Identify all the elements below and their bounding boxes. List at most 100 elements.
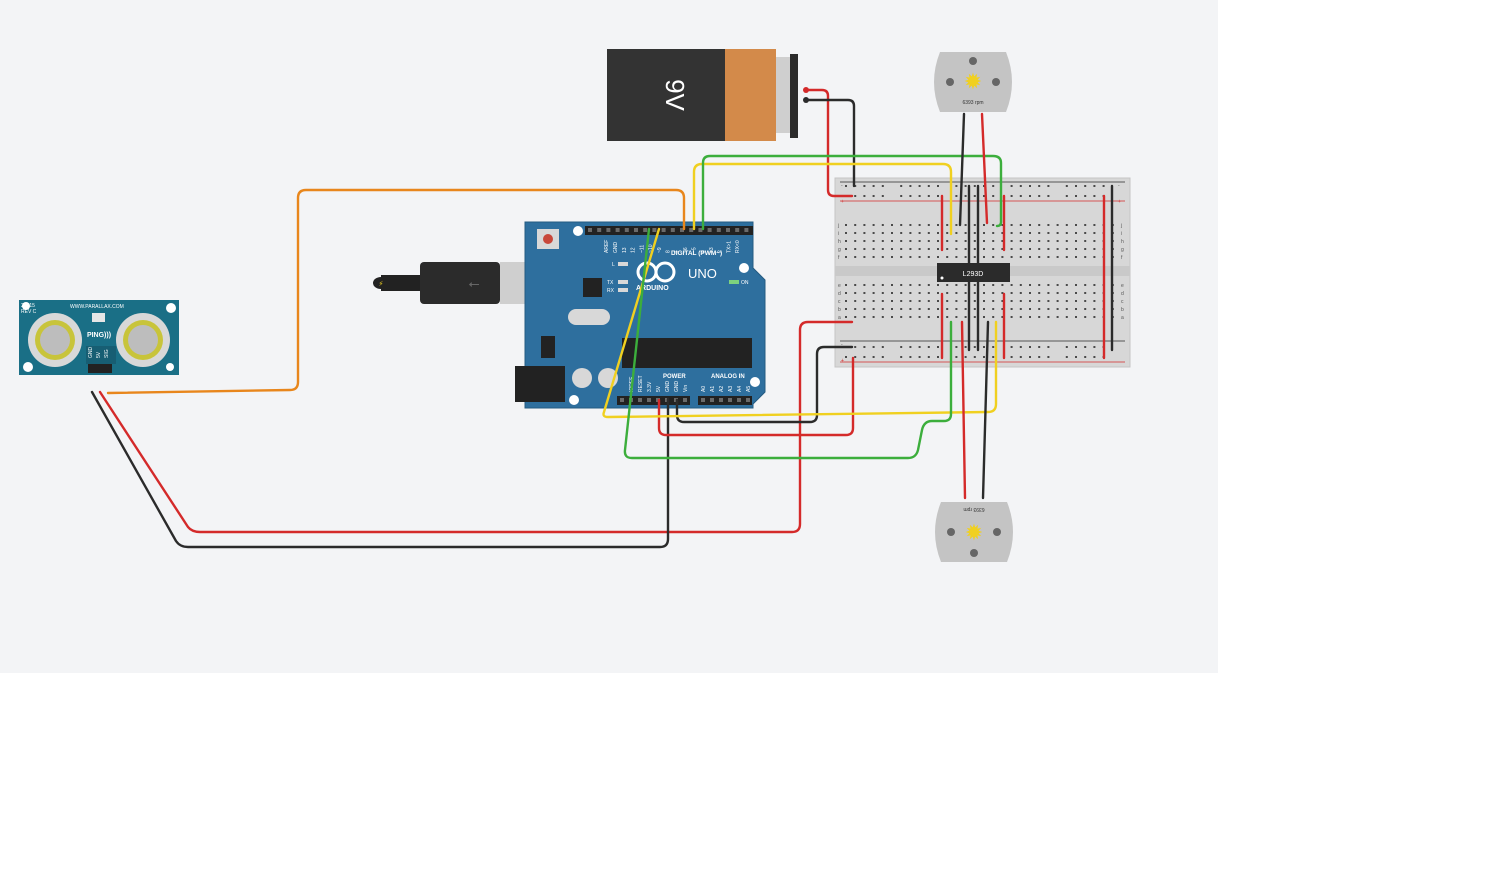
digital-pin-label: 13: [622, 247, 628, 253]
digital-pin-label: ~6: [683, 247, 689, 253]
led-l-label: L: [612, 262, 615, 268]
sensor-name: PING))): [87, 332, 111, 339]
arduino-brand: ARDUINO: [636, 285, 669, 292]
dc-motor-top[interactable]: ✹ 6393 rpm: [934, 52, 1012, 112]
digital-pin-label: ~10: [648, 244, 654, 253]
analog-pin-label: A1: [710, 386, 716, 392]
arduino-logo-icon: [636, 261, 676, 283]
wire-battery-negative[interactable]: [804, 98, 856, 188]
breadboard-row-letter: h: [1121, 239, 1124, 245]
digital-pin-label: ~3: [709, 247, 715, 253]
wire-pin5-green[interactable]: [701, 154, 1003, 231]
power-pin-label: 5V: [656, 385, 662, 392]
breadboard-row-letter: c: [1121, 299, 1124, 305]
breadboard-row-letter: d: [1121, 291, 1124, 297]
digital-pin-label: 8: [666, 250, 672, 253]
wire-motor-top-black[interactable]: [958, 112, 966, 227]
wires: [90, 88, 1114, 549]
analog-pin-label: A4: [737, 386, 743, 392]
power-pin-label: RESET: [638, 375, 644, 392]
digital-pin-label: ~11: [639, 245, 645, 253]
aref-label: AREF: [604, 240, 610, 253]
sensor-pin-sig: SIG: [104, 349, 110, 358]
breadboard-row-letter: h: [838, 239, 841, 245]
wire-sensor-gnd[interactable]: [90, 390, 670, 549]
breadboard-row-letter: f: [1121, 255, 1123, 261]
analog-pin-label: A5: [746, 386, 752, 392]
breadboard-row-letter: f: [838, 255, 840, 261]
breadboard-row-letter: j: [1120, 223, 1122, 229]
breadboard-row-letter: c: [838, 299, 841, 305]
digital-pin-label: 12: [631, 247, 637, 253]
rail-plus-label-bottom: +: [841, 358, 844, 364]
motor-bottom-rpm: 6393 rpm: [963, 506, 984, 512]
gnd-label: GND: [613, 242, 619, 254]
dc-motor-bottom[interactable]: ✹ 6393 rpm: [935, 502, 1013, 562]
motor-gear-icon: ✹: [965, 521, 983, 546]
breadboard-row-letter: i: [1121, 231, 1122, 237]
digital-pin-label: ~9: [657, 247, 663, 253]
led-tx-label: TX: [607, 280, 614, 286]
power-pin-label: GND: [665, 381, 671, 393]
wire-battery-positive[interactable]: [804, 88, 854, 198]
breadboard-row-letter: i: [838, 231, 839, 237]
sensor-model-line2: REV C: [21, 309, 37, 315]
breadboard-row-letter: e: [1121, 283, 1124, 289]
wire-pin10-yellow[interactable]: [602, 227, 998, 419]
arduino-uno[interactable]: ARDUINO UNO DIGITAL (PWM~) POWER ANALOG …: [515, 221, 766, 409]
breadboard-row-letter: b: [838, 307, 841, 313]
breadboard-row-letter: g: [1121, 247, 1124, 253]
rail-minus-label: -: [841, 183, 843, 189]
breadboard-row-letter: a: [1121, 315, 1124, 321]
wire-pin6-yellow[interactable]: [692, 162, 953, 236]
sensor-brand: WWW.PARALLAX.COM: [70, 304, 124, 310]
wire-pin9-green[interactable]: [623, 227, 953, 460]
motor-gear-icon: ✹: [964, 70, 982, 95]
rail-minus-label-bottom: -: [841, 342, 843, 348]
sensor-pin-gnd: GND: [88, 347, 94, 359]
chip-label: L293D: [963, 271, 984, 278]
breadboard-row-letter: b: [1121, 307, 1124, 313]
wire-motor-top-red[interactable]: [980, 112, 989, 225]
breadboard-row-letter: e: [838, 283, 841, 289]
ultrasonic-sensor[interactable]: WWW.PARALLAX.COM 28015 REV C PING))) GND…: [19, 300, 179, 375]
rail-plus-label-right: +: [1118, 199, 1121, 205]
wire-arduino-gnd[interactable]: [675, 345, 854, 424]
usb-bolt-icon: ⚡: [379, 280, 384, 288]
analog-pin-label: A2: [719, 386, 725, 392]
sensor-pin-5v: 5V: [96, 351, 102, 358]
analog-label: ANALOG IN: [711, 374, 745, 380]
rail-minus-label-right: -: [1118, 183, 1120, 189]
power-label: POWER: [663, 374, 686, 380]
motor-top-rpm: 6393 rpm: [962, 100, 983, 106]
battery-label: 9V: [660, 79, 690, 111]
wire-motor-bottom-red[interactable]: [960, 320, 967, 500]
power-pin-label: GND: [674, 381, 680, 393]
breadboard-row-letter: j: [837, 223, 839, 229]
digital-pin-label: RX<0: [735, 240, 741, 253]
digital-pin-label: 4: [700, 250, 706, 253]
l293d-chip[interactable]: L293D: [937, 263, 1010, 282]
battery-9v[interactable]: 9V: [607, 49, 809, 141]
on-label: ON: [741, 280, 749, 286]
power-pin-label: 3.3V: [647, 381, 653, 392]
breadboard-row-letter: g: [838, 247, 841, 253]
analog-pin-label: A3: [728, 386, 734, 392]
digital-pin-label: 7: [674, 250, 680, 253]
wire-sensor-5v[interactable]: [98, 320, 854, 534]
wire-sensor-signal[interactable]: [106, 188, 686, 395]
digital-pin-label: ~5: [692, 247, 698, 253]
wire-motor-bottom-black[interactable]: [981, 320, 990, 500]
sensor-model-line1: 28015: [21, 303, 35, 309]
led-rx-label: RX: [607, 288, 615, 294]
digital-label: DIGITAL (PWM~): [671, 250, 722, 257]
breadboard-row-letter: a: [838, 315, 841, 321]
breadboard-row-letter: d: [838, 291, 841, 297]
wire-arduino-5v[interactable]: [657, 356, 855, 437]
analog-pin-label: A0: [701, 386, 707, 392]
